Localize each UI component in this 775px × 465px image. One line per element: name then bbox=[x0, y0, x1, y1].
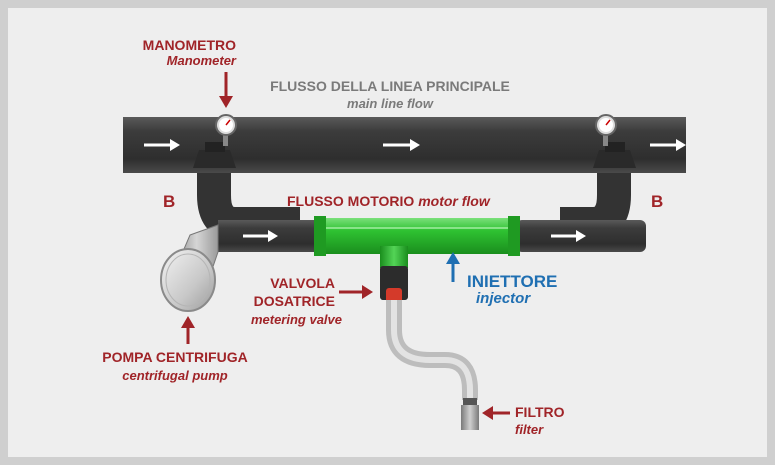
arrow-down-icon bbox=[219, 72, 233, 108]
motor-flow-label: FLUSSO MOTORIO motor flow bbox=[287, 193, 490, 209]
arrow-right-icon bbox=[551, 230, 586, 242]
centrifugal-pump bbox=[160, 224, 219, 312]
metering-valve-label-1: VALVOLA bbox=[270, 275, 335, 291]
filter bbox=[461, 398, 479, 430]
arrow-up-icon bbox=[181, 316, 195, 344]
arrow-right-icon bbox=[339, 285, 373, 299]
manometer-label-en: Manometer bbox=[166, 53, 236, 68]
filter-label: FILTRO bbox=[515, 404, 565, 420]
arrow-right-icon bbox=[144, 139, 180, 151]
main-line-flow-label: FLUSSO DELLA LINEA PRINCIPALE bbox=[270, 78, 510, 94]
main-line-flow-label-en: main line flow bbox=[347, 96, 433, 111]
left-tee-fitting bbox=[193, 142, 236, 168]
right-tee-fitting bbox=[593, 142, 636, 168]
pressure-gauge-icon bbox=[215, 114, 237, 146]
motor-flow-label-en: motor flow bbox=[418, 193, 490, 209]
bypass-b-left-label: B bbox=[163, 192, 176, 211]
pump-label: POMPA CENTRIFUGA bbox=[102, 349, 248, 365]
arrow-right-icon bbox=[383, 139, 420, 151]
metering-valve-label-en: metering valve bbox=[250, 312, 342, 327]
filter-label-en: filter bbox=[515, 422, 544, 437]
arrow-right-icon bbox=[243, 230, 278, 242]
manometer-label: MANOMETRO bbox=[142, 37, 236, 53]
bypass-b-right-label: B bbox=[651, 192, 664, 211]
pump-label-en: centrifugal pump bbox=[122, 368, 228, 383]
arrow-up-icon bbox=[446, 252, 460, 282]
pressure-gauge-icon bbox=[595, 114, 617, 146]
motor-flow-label-it: FLUSSO MOTORIO bbox=[287, 193, 415, 209]
injector-label-en: injector bbox=[476, 290, 531, 307]
arrow-left-icon bbox=[482, 406, 510, 420]
arrow-right-icon bbox=[650, 139, 686, 151]
venturi-injector bbox=[314, 216, 520, 268]
injector-label: INIETTORE bbox=[467, 272, 558, 291]
metering-valve-label-2: DOSATRICE bbox=[253, 293, 335, 309]
